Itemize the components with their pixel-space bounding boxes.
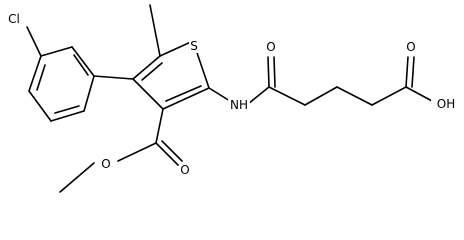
methyl-bond	[149, 4, 161, 57]
bond	[36, 64, 46, 91]
c-cl-bond	[26, 26, 42, 57]
bond	[304, 86, 338, 106]
bond	[93, 75, 134, 80]
bond	[405, 56, 409, 88]
bond	[40, 46, 73, 57]
bond	[371, 86, 407, 106]
ester-ether-oxygen-label: O	[101, 157, 110, 171]
bond	[141, 62, 163, 81]
bond	[162, 87, 210, 110]
bond	[267, 56, 270, 88]
bond	[73, 54, 89, 76]
bond	[165, 85, 202, 102]
methyl-ester	[59, 108, 183, 193]
nh-label: NH	[230, 98, 248, 112]
bond	[54, 105, 80, 114]
bond	[28, 55, 42, 92]
amide-oxygen-label: O	[266, 40, 275, 54]
bond	[405, 86, 433, 102]
bond	[268, 86, 306, 106]
hydroxyl-label: OH	[437, 97, 455, 111]
bond	[336, 86, 373, 106]
bond	[161, 140, 183, 162]
bond	[117, 142, 157, 162]
bond	[411, 56, 415, 88]
molecule-structure: Cl S NH O O OH O O	[8, 4, 456, 193]
acid-oxygen-label: O	[406, 40, 415, 54]
chlorine-label: Cl	[8, 12, 20, 26]
bond	[155, 108, 164, 144]
bond	[83, 75, 95, 112]
bond	[273, 56, 276, 88]
bond	[50, 110, 85, 122]
bond	[247, 86, 270, 105]
bond	[132, 55, 161, 80]
bond	[159, 40, 194, 57]
chlorophenyl-ring	[28, 46, 95, 122]
bond	[28, 90, 52, 122]
sulfur-label: S	[190, 39, 198, 53]
bond	[155, 142, 179, 166]
bond	[71, 46, 95, 77]
bond	[59, 162, 95, 193]
bond	[208, 87, 231, 102]
bond	[132, 78, 164, 110]
glutaramide-chain	[208, 56, 433, 106]
ester-carbonyl-oxygen-label: O	[180, 163, 189, 177]
